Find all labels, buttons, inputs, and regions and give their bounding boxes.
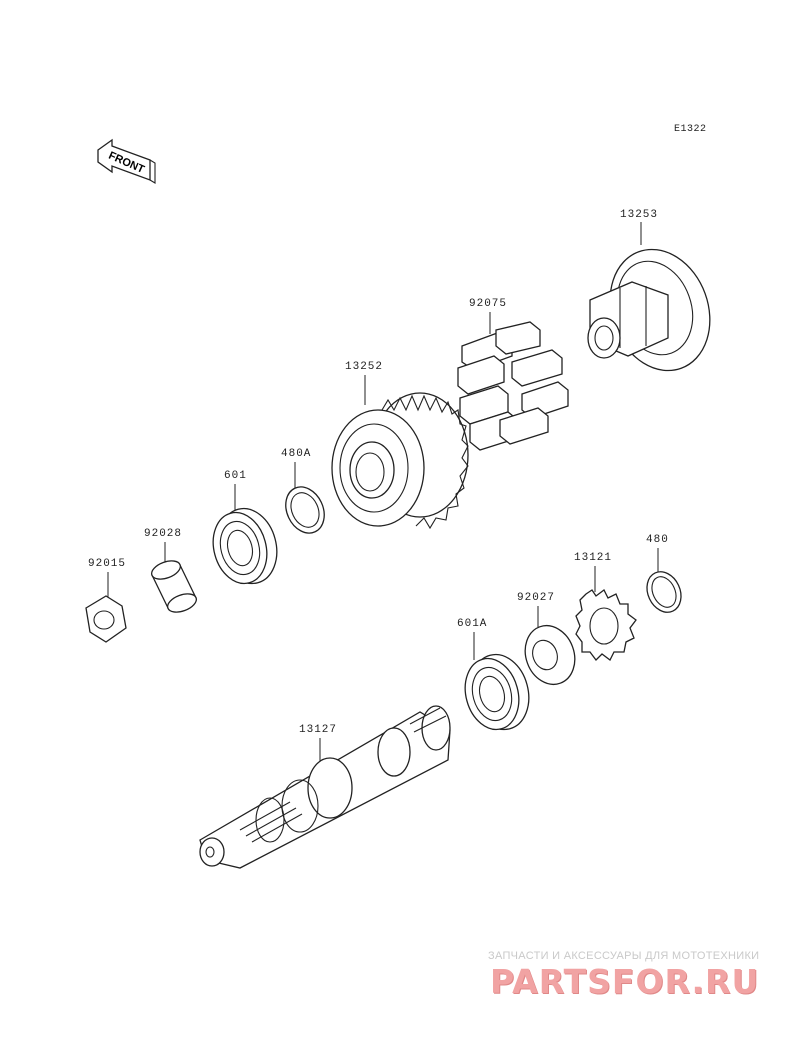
watermark-brand: PARTSFOR.RU bbox=[490, 962, 760, 1001]
label-13127: 13127 bbox=[299, 724, 338, 736]
part-480-circlip bbox=[646, 571, 682, 613]
watermark-subtitle: ЗАПЧАСТИ И АКСЕССУАРЫ ДЛЯ МОТОТЕХНИКИ bbox=[488, 950, 760, 962]
label-92028: 92028 bbox=[144, 528, 183, 540]
part-601-bearing bbox=[212, 507, 278, 585]
label-13253: 13253 bbox=[620, 209, 659, 221]
label-480a: 480A bbox=[281, 448, 312, 460]
diagram-code: E1322 bbox=[674, 124, 707, 135]
part-92028-collar bbox=[150, 560, 198, 613]
part-13253-housing bbox=[587, 248, 711, 372]
part-13121-sprocket bbox=[575, 589, 637, 661]
part-13127-shaft bbox=[199, 705, 451, 869]
label-92027: 92027 bbox=[517, 592, 556, 604]
label-13252: 13252 bbox=[345, 361, 384, 373]
part-13252-gear bbox=[331, 392, 469, 530]
label-13121: 13121 bbox=[574, 552, 613, 564]
part-601a-bearing bbox=[464, 653, 530, 731]
part-480a-circlip bbox=[285, 486, 325, 534]
part-92075-rollers bbox=[457, 321, 569, 451]
part-92015-nut bbox=[85, 595, 127, 643]
front-arrow-icon: FRONT bbox=[97, 138, 156, 184]
label-480: 480 bbox=[646, 534, 669, 546]
part-92027-washer bbox=[524, 624, 576, 686]
label-92075: 92075 bbox=[469, 298, 508, 310]
label-601: 601 bbox=[224, 470, 247, 482]
label-92015: 92015 bbox=[88, 558, 127, 570]
label-601a: 601A bbox=[457, 618, 488, 630]
